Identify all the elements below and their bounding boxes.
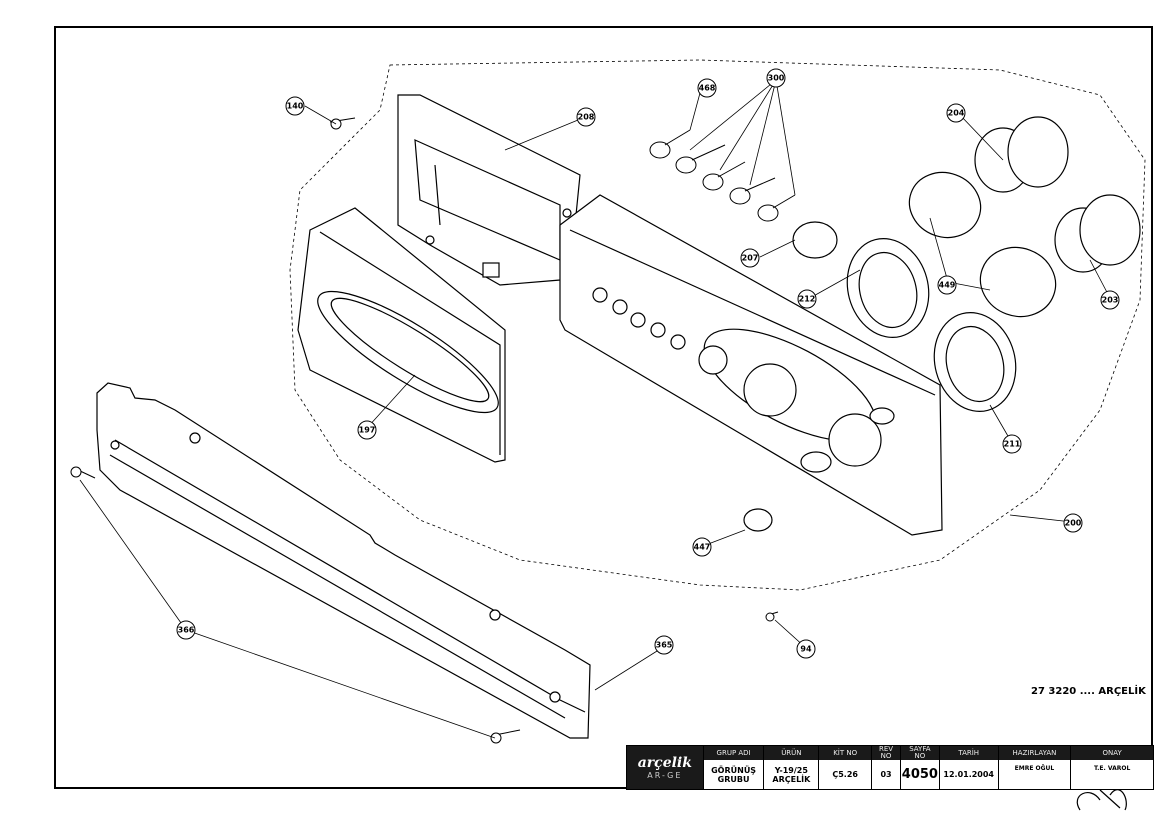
- tb-date: TARİH 12.01.2004: [938, 746, 998, 789]
- screws: [70, 117, 779, 744]
- callout-circle: [576, 107, 596, 127]
- signature: [1076, 789, 1127, 811]
- callout-circle: [692, 537, 712, 557]
- tb-date-value: 12.01.2004: [943, 770, 994, 779]
- callout-circle: [1100, 290, 1120, 310]
- callout-label: 204: [948, 109, 965, 118]
- drawing-frame: [54, 26, 1153, 789]
- small-knob: [743, 221, 838, 532]
- tb-approval: ONAY T.E. VAROL: [1070, 746, 1153, 789]
- callout-211: 211: [1002, 434, 1022, 454]
- tb-prepared: HAZIRLAYAN EMRE OĞUL: [997, 746, 1071, 789]
- callout-140: 140: [285, 96, 305, 116]
- callout-circle: [654, 635, 674, 655]
- callout-circle: [1063, 513, 1083, 533]
- tb-rev-value: 03: [880, 770, 892, 779]
- bottom-strip: [96, 382, 591, 739]
- callout-208: 208: [576, 107, 596, 127]
- tb-page-header: SAYFA NO: [900, 746, 939, 760]
- callout-circle: [946, 103, 966, 123]
- knob-ring-211: [933, 312, 1017, 412]
- callout-circle: [285, 96, 305, 116]
- callout-447: 447: [692, 537, 712, 557]
- tb-rev: REV NO 03: [871, 746, 900, 789]
- callout-circle: [797, 289, 817, 309]
- tb-product-value: Y-19/25 ARÇELİK: [772, 765, 811, 784]
- callout-label: 94: [800, 645, 812, 654]
- tb-approval-header: ONAY: [1071, 746, 1153, 760]
- tb-prepared-header: HAZIRLAYAN: [998, 746, 1071, 760]
- callout-circle: [357, 420, 377, 440]
- tb-product-header: ÜRÜN: [764, 746, 819, 760]
- callouts: 140 208 468 300 204 207 212 449 203 211 197 200 447 3…: [176, 68, 1120, 659]
- callout-468: 468: [697, 78, 717, 98]
- tb-group-header: GRUP ADI: [703, 746, 764, 760]
- callout-circle: [697, 78, 717, 98]
- callout-94: 94: [796, 639, 816, 659]
- callout-200: 200: [1063, 513, 1083, 533]
- leader-lines: [79, 79, 1111, 739]
- callout-203: 203: [1100, 290, 1120, 310]
- callout-circle: [740, 248, 760, 268]
- callout-label: 447: [694, 543, 711, 552]
- callout-212: 212: [797, 289, 817, 309]
- callout-circle: [766, 68, 786, 88]
- tb-kit-value: Ç5.26: [832, 770, 858, 779]
- brand-logo: arçelik AR-GE: [627, 746, 703, 789]
- knob-ring-212: [846, 238, 930, 338]
- push-buttons: [649, 129, 796, 222]
- callout-label: 200: [1065, 519, 1082, 528]
- tb-approval-value: T.E. VAROL: [1093, 765, 1131, 772]
- callout-circle: [176, 620, 196, 640]
- tb-kit-header: KİT NO: [819, 746, 872, 760]
- department: AR-GE: [647, 771, 683, 780]
- tb-group-value: GÖRÜNÜŞ GRUBU: [711, 765, 757, 784]
- callout-449: 449: [937, 275, 957, 295]
- callout-label: 207: [742, 254, 759, 263]
- tb-date-header: TARİH: [939, 746, 998, 760]
- callout-label: 365: [656, 641, 673, 650]
- callout-366: 366: [176, 620, 196, 640]
- callout-label: 203: [1102, 296, 1119, 305]
- tb-page: SAYFA NO 4050: [899, 746, 939, 789]
- tb-rev-header: REV NO: [872, 746, 900, 760]
- callout-365: 365: [654, 635, 674, 655]
- part-number: 27 3220 .... ARÇELİK: [1031, 686, 1146, 697]
- callout-label: 212: [799, 295, 816, 304]
- callout-label: 449: [939, 281, 956, 290]
- title-block: arçelik AR-GE GRUP ADI GÖRÜNÜŞ GRUBU ÜRÜ…: [626, 745, 1154, 790]
- program-switch: [974, 116, 1141, 273]
- callout-label: 208: [578, 113, 595, 122]
- tb-kit: KİT NO Ç5.26: [818, 746, 872, 789]
- drawer-housing: [397, 94, 581, 286]
- callout-204: 204: [946, 103, 966, 123]
- callout-circle: [796, 639, 816, 659]
- control-panel: [559, 194, 943, 536]
- knob-449: [908, 171, 1057, 318]
- callout-circle: [1002, 434, 1022, 454]
- detergent-drawer-front: [297, 207, 506, 463]
- callout-label: 140: [287, 102, 304, 111]
- tb-page-value: 4050: [901, 767, 938, 782]
- tb-prepared-value: EMRE OĞUL: [1014, 765, 1055, 772]
- callout-207: 207: [740, 248, 760, 268]
- callout-300: 300: [766, 68, 786, 88]
- callout-label: 468: [699, 84, 716, 93]
- callout-label: 366: [178, 626, 195, 635]
- callout-label: 211: [1004, 440, 1021, 449]
- callout-label: 197: [359, 426, 376, 435]
- callout-label: 300: [768, 74, 785, 83]
- callout-circle: [937, 275, 957, 295]
- assembly-boundary: [289, 59, 1146, 591]
- tb-product: ÜRÜN Y-19/25 ARÇELİK: [763, 746, 819, 789]
- brand-name: arçelik: [637, 755, 692, 771]
- callout-197: 197: [357, 420, 377, 440]
- tb-group: GRUP ADI GÖRÜNÜŞ GRUBU: [702, 746, 764, 789]
